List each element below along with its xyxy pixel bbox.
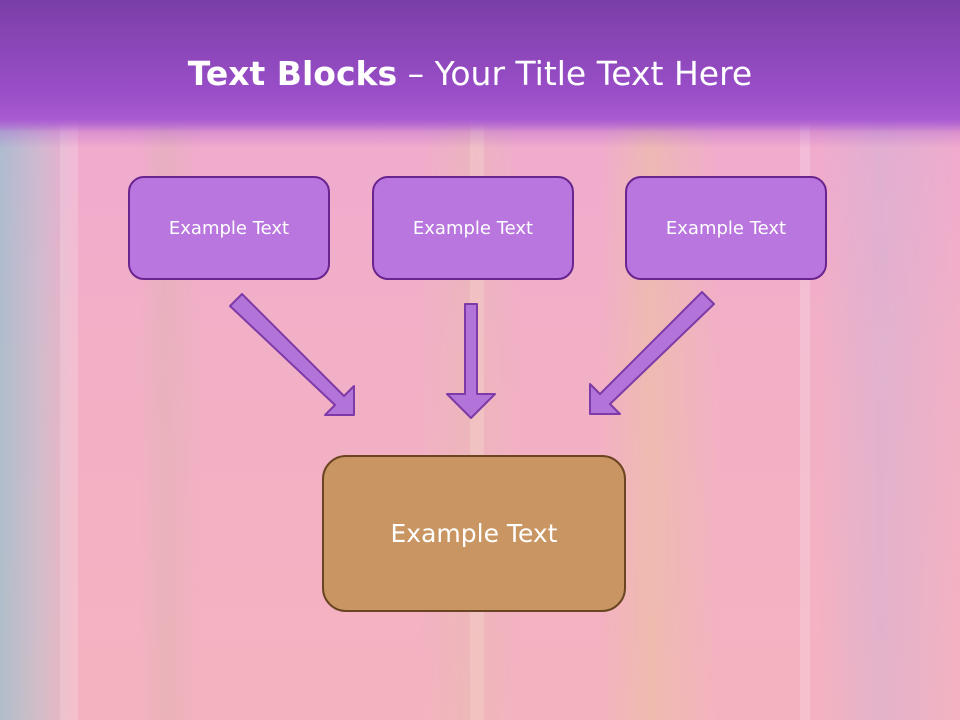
title-bar-fade (0, 118, 960, 148)
slide-title: Text Blocks – Your Title Text Here (0, 52, 940, 96)
top-left-text-block[interactable]: Example Text (128, 176, 330, 280)
block-label: Example Text (412, 217, 534, 239)
arrow-down-left-icon (589, 291, 715, 415)
title-dash: – (397, 54, 435, 93)
block-label: Example Text (665, 217, 787, 239)
arrow-down-icon (446, 303, 496, 419)
block-label: Example Text (390, 519, 558, 548)
arrow-down-right-icon (229, 293, 355, 416)
block-label: Example Text (168, 217, 290, 239)
top-right-text-block[interactable]: Example Text (625, 176, 827, 280)
title-bar (0, 0, 960, 132)
top-center-text-block[interactable]: Example Text (372, 176, 574, 280)
bottom-text-block[interactable]: Example Text (322, 455, 626, 612)
title-bold: Text Blocks (187, 54, 398, 93)
title-rest: Your Title Text Here (434, 54, 753, 93)
